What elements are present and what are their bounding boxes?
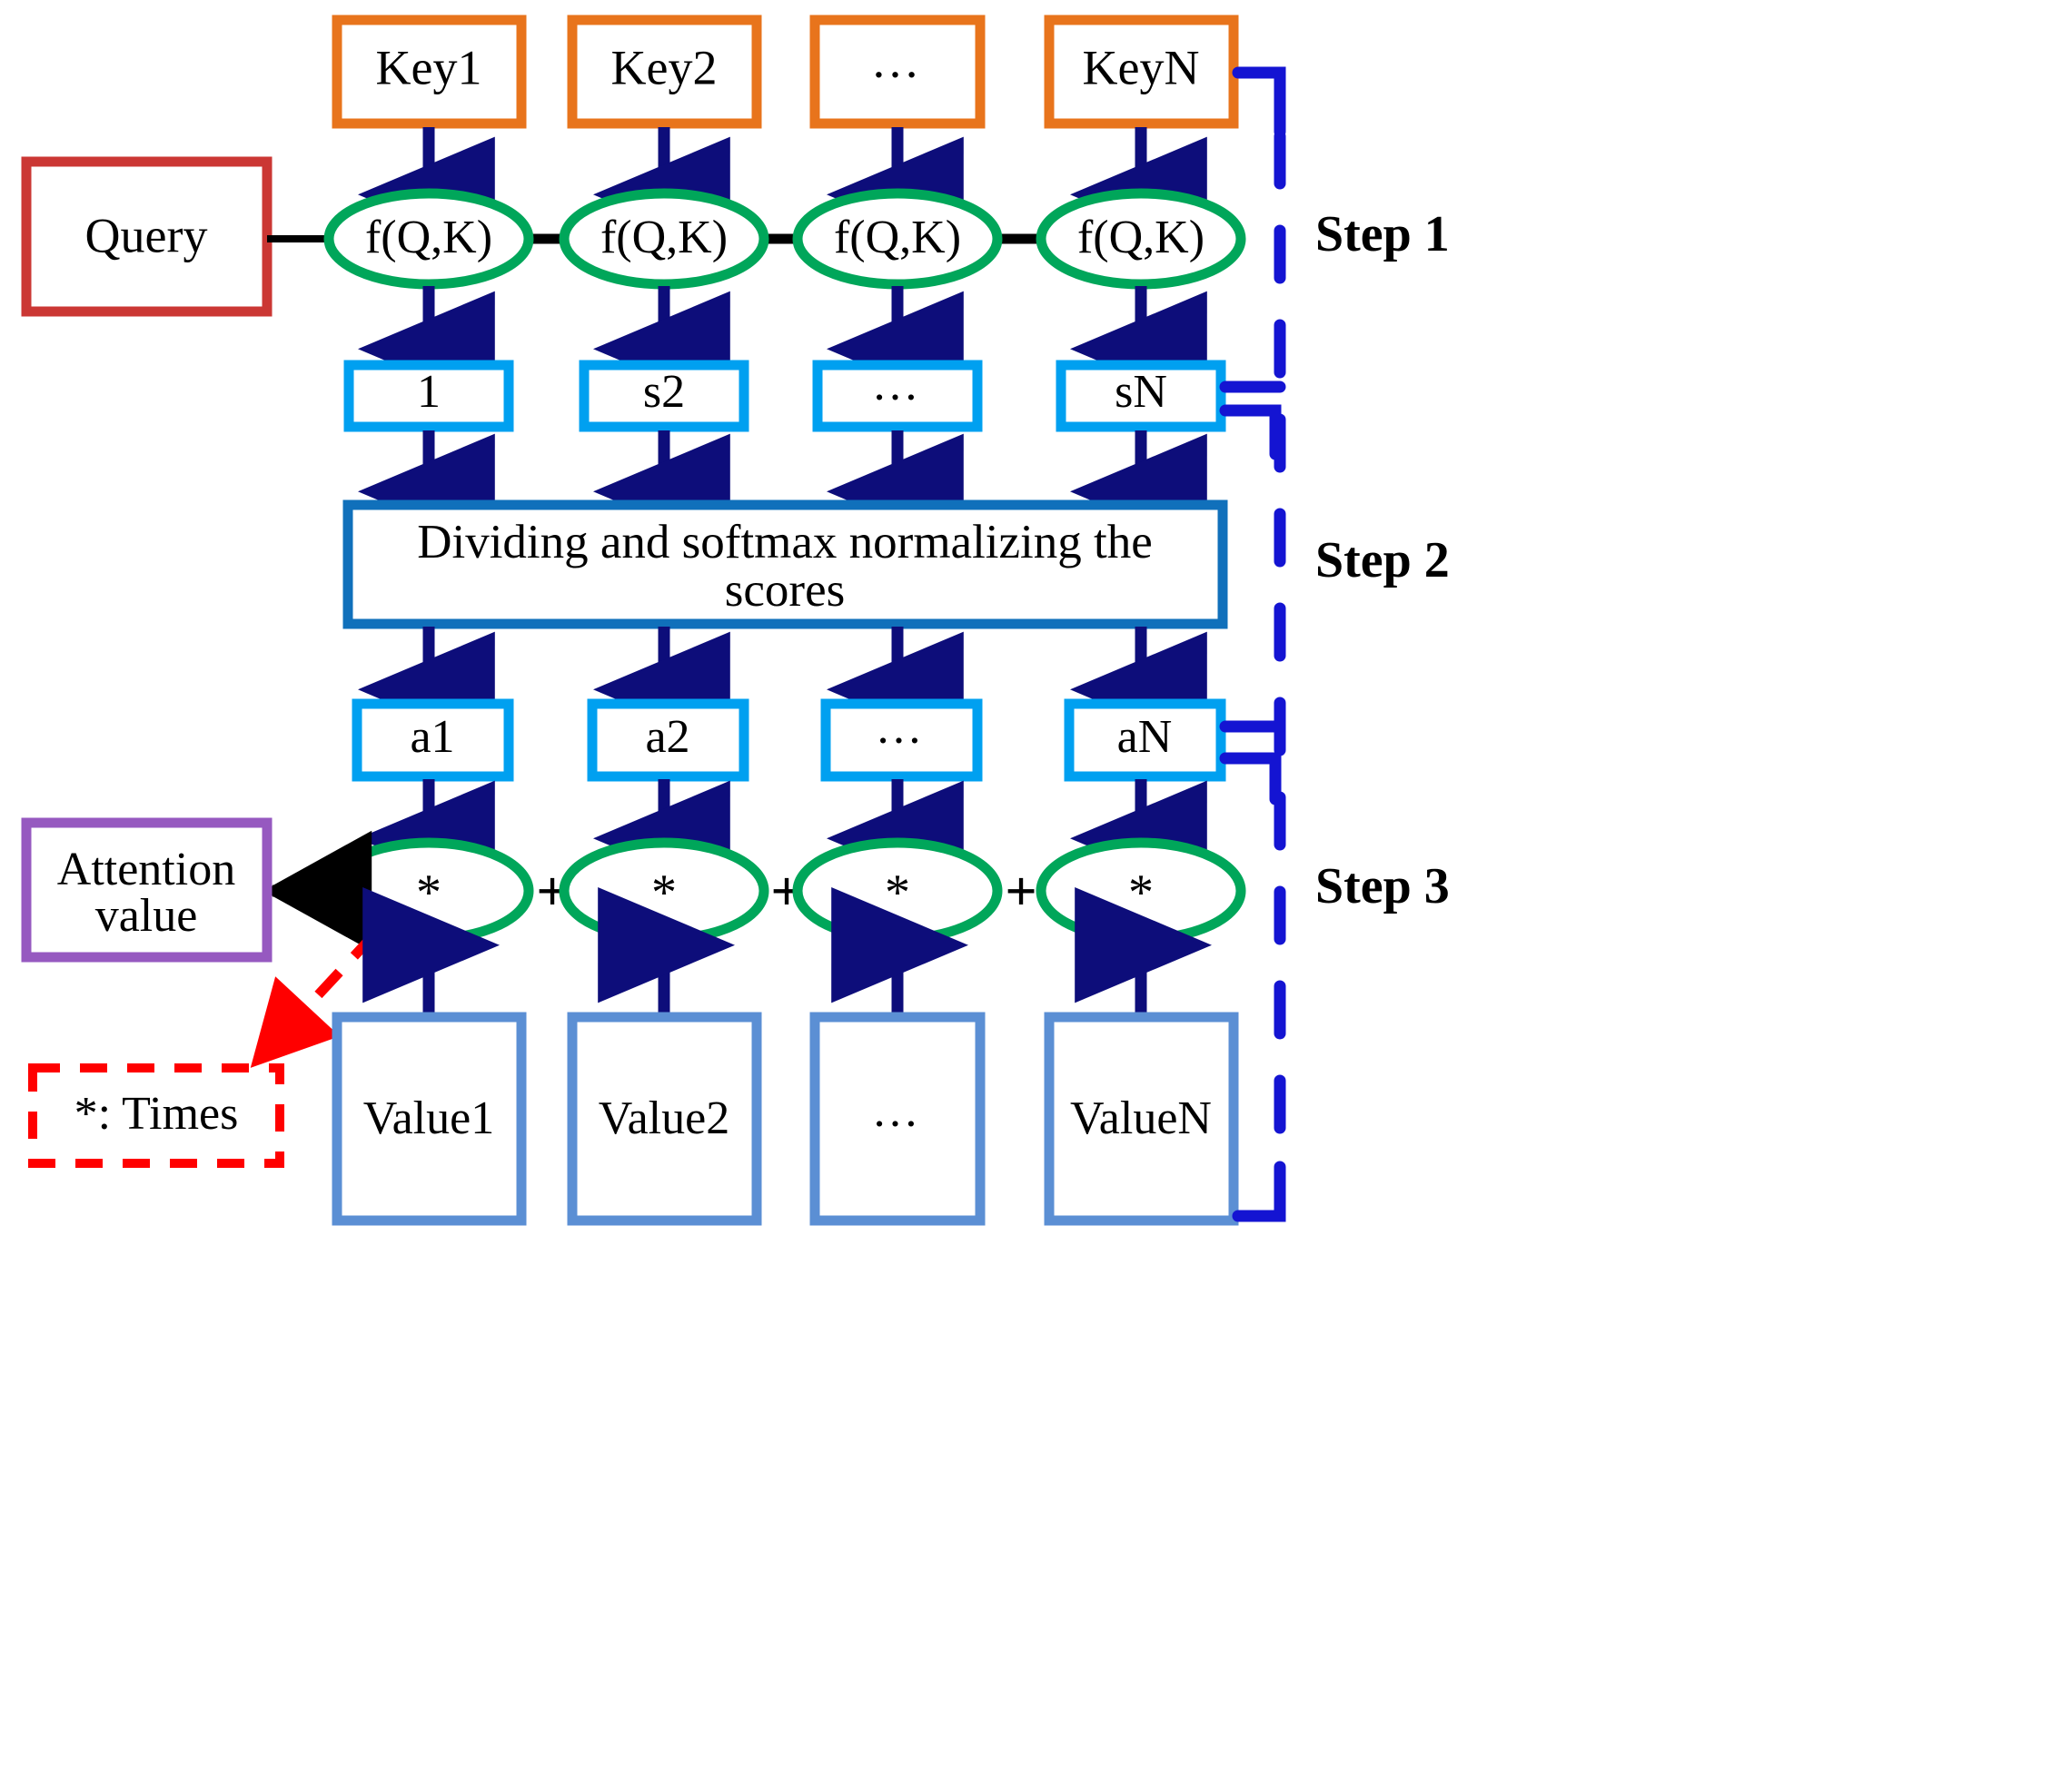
multiply-node-2[interactable]: *: [559, 837, 769, 944]
score-box-label: sN: [1115, 366, 1167, 418]
score-function-node-1[interactable]: f(Q,K): [323, 188, 534, 290]
score-function-node-2[interactable]: f(Q,K): [559, 188, 769, 290]
value-box-value1[interactable]: Value1: [332, 1012, 527, 1226]
step-label-3: Step 3: [1315, 858, 1450, 914]
score-box-label: 1: [417, 366, 441, 418]
score-box-s2[interactable]: s2: [579, 360, 749, 432]
score-box-label: …: [872, 359, 924, 410]
score-box-sN[interactable]: sN: [1056, 360, 1226, 432]
step-labels: Step 1 Step 2 Step 3: [1315, 206, 1450, 914]
times-legend-box[interactable]: *: Times: [28, 1063, 284, 1168]
score-function-node-3[interactable]: f(Q,K): [792, 188, 1003, 290]
score-function-label: f(Q,K): [600, 212, 728, 263]
score-to-softmax-arrows: [358, 430, 1207, 549]
score-box-ellipsis[interactable]: …: [812, 359, 983, 432]
score-function-label: f(Q,K): [834, 212, 961, 263]
value-box-label: ValueN: [1070, 1092, 1212, 1144]
spine-top-hook: [1232, 66, 1286, 138]
score-box-s1[interactable]: 1: [343, 360, 514, 432]
score-function-node-N[interactable]: f(Q,K): [1036, 188, 1246, 290]
value-to-multiply-arrows: [362, 887, 1212, 1014]
score-function-label: f(Q,K): [365, 212, 492, 263]
score-function-label: f(Q,K): [1077, 212, 1205, 263]
step-spine: [1219, 66, 1286, 1222]
weight-box-label: a2: [645, 711, 689, 763]
key-box-keyN[interactable]: KeyN: [1044, 15, 1239, 129]
key-box-label: Key1: [376, 40, 482, 94]
multiply-node-3[interactable]: *: [792, 837, 1003, 944]
multiply-node-1[interactable]: *: [323, 837, 534, 944]
key-box-key2[interactable]: Key2: [567, 15, 762, 129]
softmax-to-weight-arrows: [358, 627, 1207, 747]
multiply-node-label: *: [416, 865, 441, 921]
weight-box-aN[interactable]: aN: [1064, 698, 1226, 782]
key-box-ellipsis[interactable]: …: [809, 15, 986, 129]
spine-stub-sN-lower: [1219, 404, 1282, 460]
key-box-label: KeyN: [1083, 40, 1200, 94]
attention-value-label-line2: value: [95, 890, 198, 942]
attention-value-box[interactable]: Attention value: [21, 817, 273, 963]
multiply-node-label: *: [885, 865, 910, 921]
values-row: Value1 Value2 … ValueN: [332, 1012, 1239, 1226]
value-box-label: Value2: [599, 1092, 729, 1144]
value-box-value2[interactable]: Value2: [567, 1012, 762, 1226]
score-box-label: s2: [643, 366, 685, 418]
weights-row: a1 a2 … aN: [352, 698, 1226, 782]
spine-bottom-hook: [1232, 1161, 1286, 1222]
query-box[interactable]: Query: [21, 156, 273, 317]
key-box-label: …: [871, 33, 925, 87]
scorefn-to-score-arrows: [358, 286, 1207, 407]
weight-box-a1[interactable]: a1: [352, 698, 514, 782]
times-legend-label: *: Times: [74, 1088, 239, 1140]
value-box-label: Value1: [363, 1092, 494, 1144]
plus-sign-3: +: [1005, 861, 1036, 923]
multiply-node-N[interactable]: *: [1036, 837, 1246, 944]
key-to-scorefn-arrows: [358, 127, 1207, 252]
weight-box-label: a1: [410, 711, 454, 763]
multiply-node-label: *: [651, 865, 677, 921]
value-box-valueN[interactable]: ValueN: [1044, 1012, 1239, 1226]
key-box-key1[interactable]: Key1: [332, 15, 527, 129]
query-box-label: Query: [85, 208, 208, 262]
weight-to-multiply-arrows: [358, 779, 1207, 896]
softmax-box[interactable]: Dividing and softmax normalizing the sco…: [342, 499, 1228, 629]
scores-row: 1 s2 … sN: [343, 359, 1226, 432]
value-box-label: …: [872, 1085, 924, 1137]
weight-box-label: …: [876, 702, 927, 754]
step-label-2: Step 2: [1315, 532, 1450, 588]
softmax-box-label-line1: Dividing and softmax normalizing the: [417, 516, 1153, 568]
weight-box-ellipsis[interactable]: …: [820, 698, 983, 782]
legend-callout-arrow: [250, 930, 380, 1068]
score-function-row: f(Q,K) f(Q,K) f(Q,K) f(Q,K): [323, 188, 1246, 290]
weight-box-label: aN: [1117, 711, 1173, 763]
step-label-1: Step 1: [1315, 206, 1450, 262]
weight-box-a2[interactable]: a2: [587, 698, 749, 782]
value-box-ellipsis[interactable]: …: [809, 1012, 986, 1226]
attention-value-label-line1: Attention: [57, 844, 235, 895]
spine-stub-aN-lower: [1219, 752, 1282, 806]
keys-row: Key1 Key2 … KeyN: [332, 15, 1239, 129]
softmax-box-label-line2: scores: [725, 564, 845, 617]
key-box-label: Key2: [611, 40, 718, 94]
multiply-row: * + * + * + *: [323, 837, 1246, 944]
multiply-node-label: *: [1128, 865, 1154, 921]
